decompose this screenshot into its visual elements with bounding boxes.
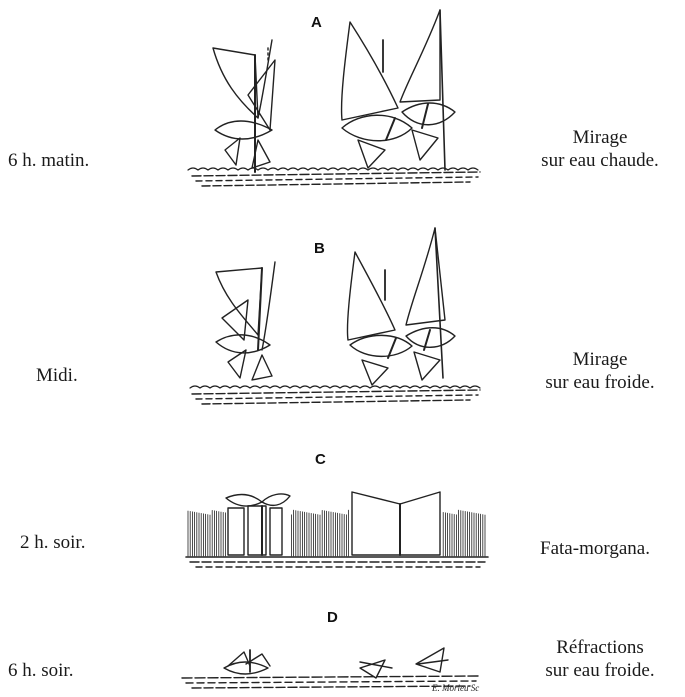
boats-d — [224, 648, 448, 678]
boat-right-b — [347, 228, 455, 385]
boat-left-a — [213, 40, 275, 172]
boat-left-b — [216, 262, 275, 380]
water-a — [188, 168, 480, 186]
engraver-signature: E. Morieu Sc — [432, 683, 479, 693]
water-c — [186, 557, 488, 567]
water-b — [190, 386, 480, 404]
boat-right-a — [342, 10, 455, 170]
